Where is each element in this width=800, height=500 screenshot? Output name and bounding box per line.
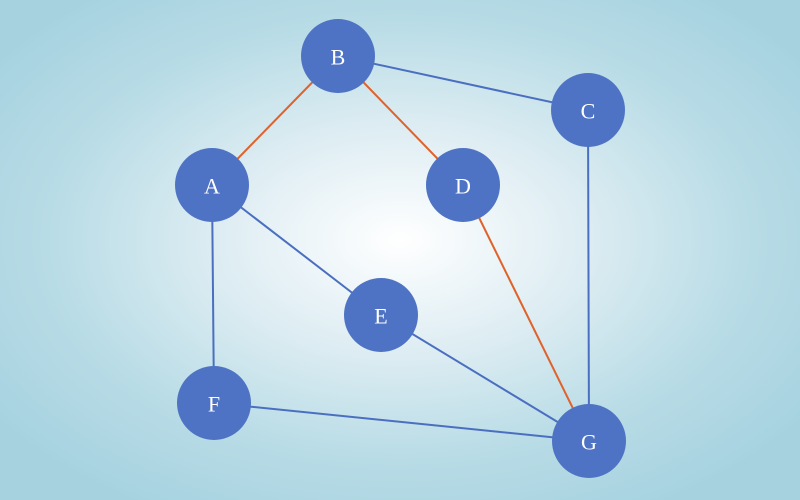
node-label: B (331, 45, 346, 70)
node-label: A (204, 174, 220, 199)
node-b: B (301, 19, 375, 93)
node-label: E (374, 304, 387, 329)
node-circle (301, 19, 375, 93)
node-g: G (552, 404, 626, 478)
edge-e-g (380, 314, 590, 442)
node-circle (551, 73, 625, 147)
node-circle (552, 404, 626, 478)
node-label: D (455, 174, 471, 199)
node-d: D (426, 148, 500, 222)
node-label: C (581, 99, 596, 124)
edge-d-g (462, 184, 590, 442)
node-label: F (208, 392, 220, 417)
node-f: F (177, 366, 251, 440)
edge-c-g (587, 109, 590, 442)
node-e: E (344, 278, 418, 352)
node-circle (175, 148, 249, 222)
node-circle (344, 278, 418, 352)
node-label: G (581, 430, 597, 455)
node-circle (177, 366, 251, 440)
node-c: C (551, 73, 625, 147)
edge-f-g (213, 402, 590, 442)
edge-b-c (337, 55, 589, 111)
edges-layer (211, 55, 590, 442)
node-a: A (175, 148, 249, 222)
nodes-layer: A B C D E F G (175, 19, 626, 478)
node-circle (426, 148, 500, 222)
